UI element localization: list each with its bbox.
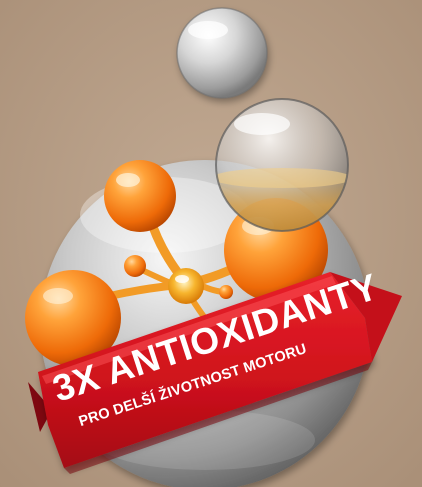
ribbon-banner [28,272,402,474]
oil-bubble-small [176,7,268,99]
